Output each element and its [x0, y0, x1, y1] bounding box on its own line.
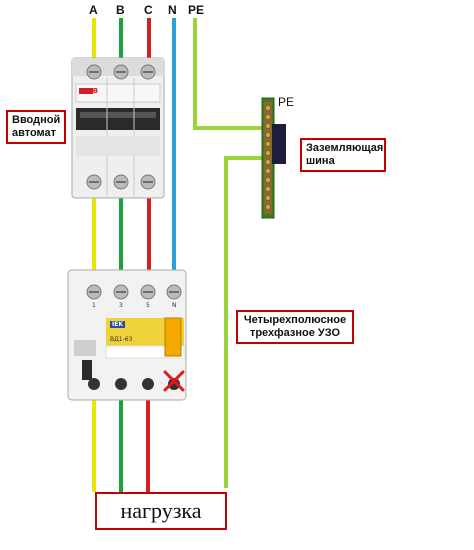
breaker-brand: ABB: [82, 87, 99, 95]
rcd-terminal-1: 1: [92, 302, 96, 309]
wire-label-b: B: [116, 3, 125, 17]
load-box: нагрузка: [95, 492, 227, 530]
input-breaker-label: Вводной автомат: [6, 110, 66, 144]
rcd-terminal-5: 5: [146, 302, 150, 309]
rcd-label: Четырехполюсное трехфазное УЗО: [236, 310, 354, 344]
rcd-device: [67, 269, 187, 401]
ground-bus-label: Заземляющая шина: [300, 138, 386, 172]
ground-bus-pe-tag: PE: [278, 95, 295, 109]
rcd-terminal-3: 3: [119, 302, 123, 309]
wire-pe-out: [224, 156, 268, 488]
rcd-model: ВД1-63: [110, 336, 133, 343]
wire-label-pe: PE: [188, 3, 205, 17]
load-label: нагрузка: [120, 498, 202, 523]
rcd-brand: IEK: [110, 321, 125, 328]
wire-label-n: N: [168, 3, 177, 17]
ground-bus: [261, 97, 286, 219]
wire-label-c: C: [144, 3, 153, 17]
input-circuit-breaker: [71, 57, 165, 199]
rcd-terminal-n: N: [172, 302, 177, 309]
wire-label-a: A: [89, 3, 98, 17]
wire-pe-in: [193, 18, 268, 130]
disconnected-marker: [163, 370, 185, 392]
